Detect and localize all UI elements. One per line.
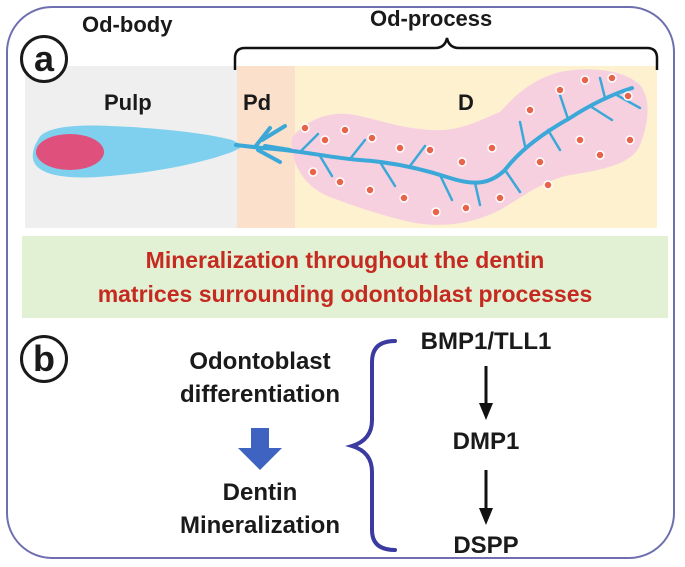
pathway-dmp1: DMP1: [452, 428, 520, 455]
nucleus: [36, 134, 104, 170]
region-d-label: D: [458, 90, 474, 115]
pathway-arrows: [479, 366, 493, 525]
mineralization-line2: matrices surrounding odontoblast process…: [97, 281, 593, 307]
region-pulp-label: Pulp: [104, 90, 152, 115]
panel-b-label: b: [20, 335, 68, 383]
mineral-dots: [300, 73, 635, 217]
left-bottom-line2: Mineralization: [179, 512, 341, 539]
od-process-label: Od-process: [370, 6, 493, 31]
mineralization-line1: Mineralization throughout the dentin: [145, 247, 545, 273]
odontoblast-differentiation-text: Odontoblast differentiation: [110, 345, 410, 411]
left-top-line2: differentiation: [180, 381, 340, 408]
panel-a-label: a: [20, 35, 68, 83]
pathway-brace: [345, 339, 397, 552]
mineralization-banner: Mineralization throughout the dentin mat…: [22, 236, 668, 318]
pathway-dspp: DSPP: [453, 532, 519, 559]
outer-frame: [6, 6, 675, 559]
pathway-bmp1-tll1: BMP1/TLL1: [420, 328, 552, 355]
region-pd-label: Pd: [243, 90, 272, 115]
od-process-brace: [233, 37, 659, 70]
left-top-line1: Odontoblast: [189, 348, 331, 375]
left-bottom-line1: Dentin: [222, 479, 298, 506]
block-arrow-down: [238, 428, 282, 470]
odontoblast-process: [260, 86, 634, 185]
dentin-matrix: [291, 69, 648, 225]
dentin-mineralization-text: Dentin Mineralization: [110, 476, 410, 542]
od-body-label: Od-body: [82, 12, 173, 37]
process-side-branches: [298, 76, 642, 207]
